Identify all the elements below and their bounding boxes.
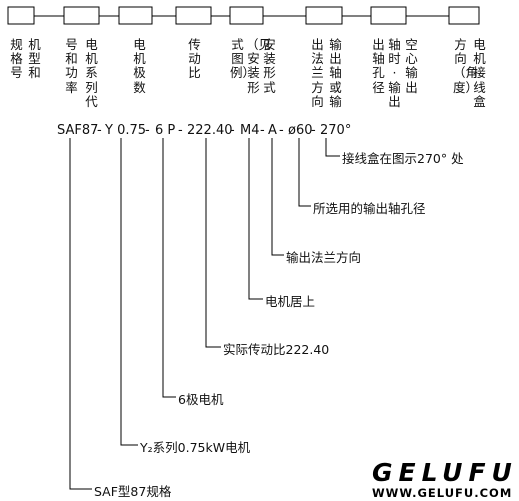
code-sep: - <box>230 123 235 138</box>
column-mounting: 式图例） <box>230 37 256 81</box>
watermark-url: WWW.GELUFU.COM <box>372 486 513 500</box>
code-mount: M4 <box>240 123 260 138</box>
column-text: 出法兰方向 <box>311 37 324 109</box>
code-model: SAF87 <box>57 123 99 138</box>
leader-mount <box>248 138 263 300</box>
column-text: 输出轴或输 <box>329 37 342 109</box>
callout-flange: 输出法兰方向 <box>286 250 362 265</box>
column-text: 电机极数 <box>133 37 146 95</box>
code-sep: - <box>97 123 102 138</box>
header-box <box>7 6 35 25</box>
column-flange: 出法兰方向 <box>310 37 325 109</box>
leader-motor <box>120 138 138 446</box>
callout-ratio: 实际传动比222.40 <box>223 342 330 357</box>
column-text: 号和功率 <box>65 37 78 95</box>
code-sep: - <box>145 123 150 138</box>
column-motor-series: 号和功率 <box>64 37 79 95</box>
column-text: 电机系列代 <box>85 37 98 109</box>
callout-poles: 6极电机 <box>178 392 224 407</box>
callout-mount: 电机居上 <box>265 294 316 309</box>
column-text: 空心输出 <box>405 37 418 95</box>
code-sep: - <box>279 123 284 138</box>
column-model-size: 规格号 <box>9 37 24 81</box>
code-sep: - <box>260 123 265 138</box>
header-box <box>370 6 407 25</box>
column-mounting-2: （见安装形 <box>246 37 272 95</box>
code-angle: 270° <box>320 123 352 138</box>
callout-bore: 所选用的输出轴孔径 <box>313 201 426 216</box>
code-poles: 6 P <box>155 123 176 138</box>
column-bore: 出轴孔径 <box>371 37 386 95</box>
column-text: 机型和 <box>28 37 41 81</box>
code-motor: Y 0.75 <box>105 123 147 138</box>
column-text: 安装形式 <box>263 37 276 95</box>
code-bore: ø60 <box>288 123 313 138</box>
header-box <box>229 6 264 25</box>
column-bore-2: 轴时·输出 <box>387 37 402 109</box>
column-bore-3: 空心输出 <box>404 37 419 95</box>
callout-motor: Y₂系列0.75kW电机 <box>140 440 251 455</box>
leader-model <box>69 138 92 490</box>
code-sep: - <box>311 123 316 138</box>
leader-bore <box>298 138 311 207</box>
column-text: 传动比 <box>188 37 201 81</box>
code-sep: - <box>178 123 183 138</box>
column-terminal-box: 方向（角度） <box>453 37 479 95</box>
column-text: 电机接线盒 <box>473 37 486 109</box>
header-box <box>63 6 100 25</box>
header-box <box>175 6 212 25</box>
header-box <box>305 6 343 25</box>
column-text: 轴时·输出 <box>388 37 401 109</box>
leader-flange <box>271 138 284 256</box>
column-poles: 电机极数 <box>132 37 147 95</box>
leader-poles <box>162 138 176 398</box>
callout-model: SAF型87规格 <box>94 484 172 499</box>
column-text: 规格号 <box>10 37 23 81</box>
column-text: 出轴孔径 <box>372 37 385 95</box>
column-terminal-box-2: 电机接线盒 <box>472 37 487 109</box>
column-mounting-3: 安装形式 <box>262 37 277 95</box>
callout-angle: 接线盒在图示270° 处 <box>342 151 464 166</box>
column-model-size-2: 机型和 <box>27 37 42 81</box>
code-flange: A <box>268 123 277 138</box>
leader-angle <box>325 138 340 157</box>
header-box <box>118 6 153 25</box>
leader-ratio <box>205 138 221 348</box>
code-ratio: 222.40 <box>187 123 233 138</box>
column-ratio: 传动比 <box>187 37 202 81</box>
watermark-brand: GELUFU <box>372 458 518 487</box>
header-box <box>448 6 480 25</box>
column-motor-series-2: 电机系列代 <box>84 37 99 109</box>
column-text: 方向（角度） <box>453 37 479 95</box>
column-text: （见安装形 <box>246 37 272 95</box>
column-text: 式图例） <box>230 37 256 81</box>
column-output: 输出轴或输 <box>328 37 343 109</box>
